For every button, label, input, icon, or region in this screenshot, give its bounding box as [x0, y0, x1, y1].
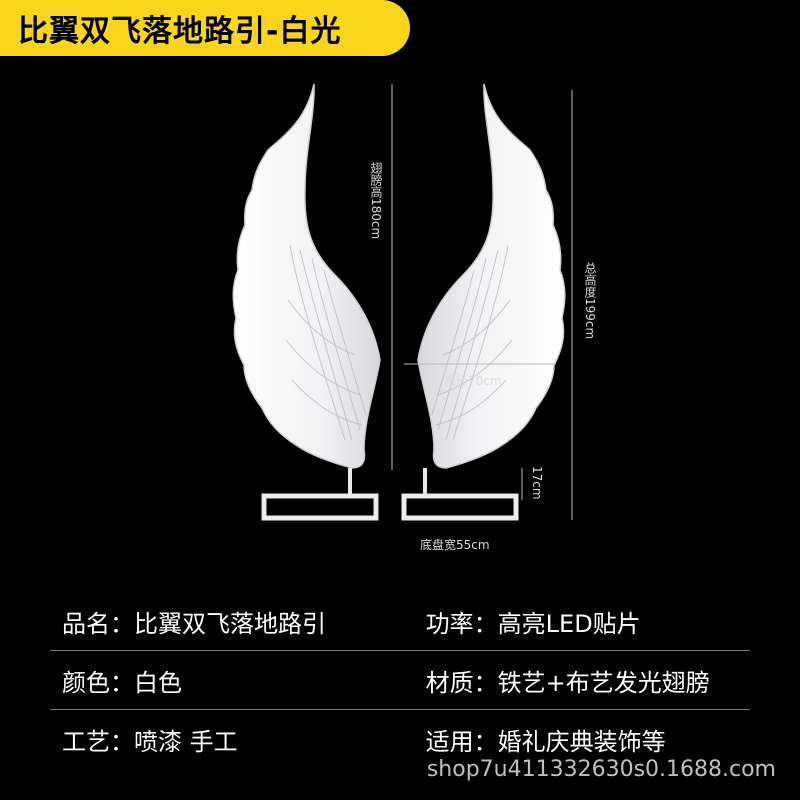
wings-product-image — [232, 83, 573, 521]
diameter-label: 直径70cm — [444, 374, 502, 388]
dimension-lines — [391, 84, 573, 520]
spec-row: 品名：比翼双飞落地路引 功率：高亮LED贴片 — [50, 592, 750, 651]
spec-item-name: 品名：比翼双飞落地路引 — [62, 609, 326, 638]
spec-item-color: 颜色：白色 — [62, 668, 182, 697]
total-height-label: 总高度199cm — [583, 262, 597, 340]
left-wing — [232, 83, 381, 521]
shop-watermark: shop7u411332630s0.1688.com — [426, 757, 776, 782]
spec-row: 工艺：喷漆 手工 适用：婚礼庆典装饰等 — [50, 710, 750, 768]
title-banner: 比翼双飞落地路引-白光 — [0, 0, 410, 56]
spec-item-power: 功率：高亮LED贴片 — [425, 609, 641, 638]
product-title: 比翼双飞落地路引-白光 — [18, 14, 342, 49]
stand-height-label: 17cm — [530, 466, 544, 500]
spec-item-usage: 适用：婚礼庆典装饰等 — [425, 727, 666, 756]
spec-item-craft: 工艺：喷漆 手工 — [62, 727, 238, 756]
spec-row: 颜色：白色 材质：铁艺+布艺发光翅膀 — [50, 651, 750, 710]
wing-height-label: 翅膀高180cm — [369, 162, 383, 240]
spec-table: 品名：比翼双飞落地路引 功率：高亮LED贴片 颜色：白色 材质：铁艺+布艺发光翅… — [50, 592, 750, 768]
spec-item-material: 材质：铁艺+布艺发光翅膀 — [425, 668, 710, 697]
right-wing — [401, 83, 566, 521]
base-width-label: 底盘宽55cm — [420, 538, 490, 552]
